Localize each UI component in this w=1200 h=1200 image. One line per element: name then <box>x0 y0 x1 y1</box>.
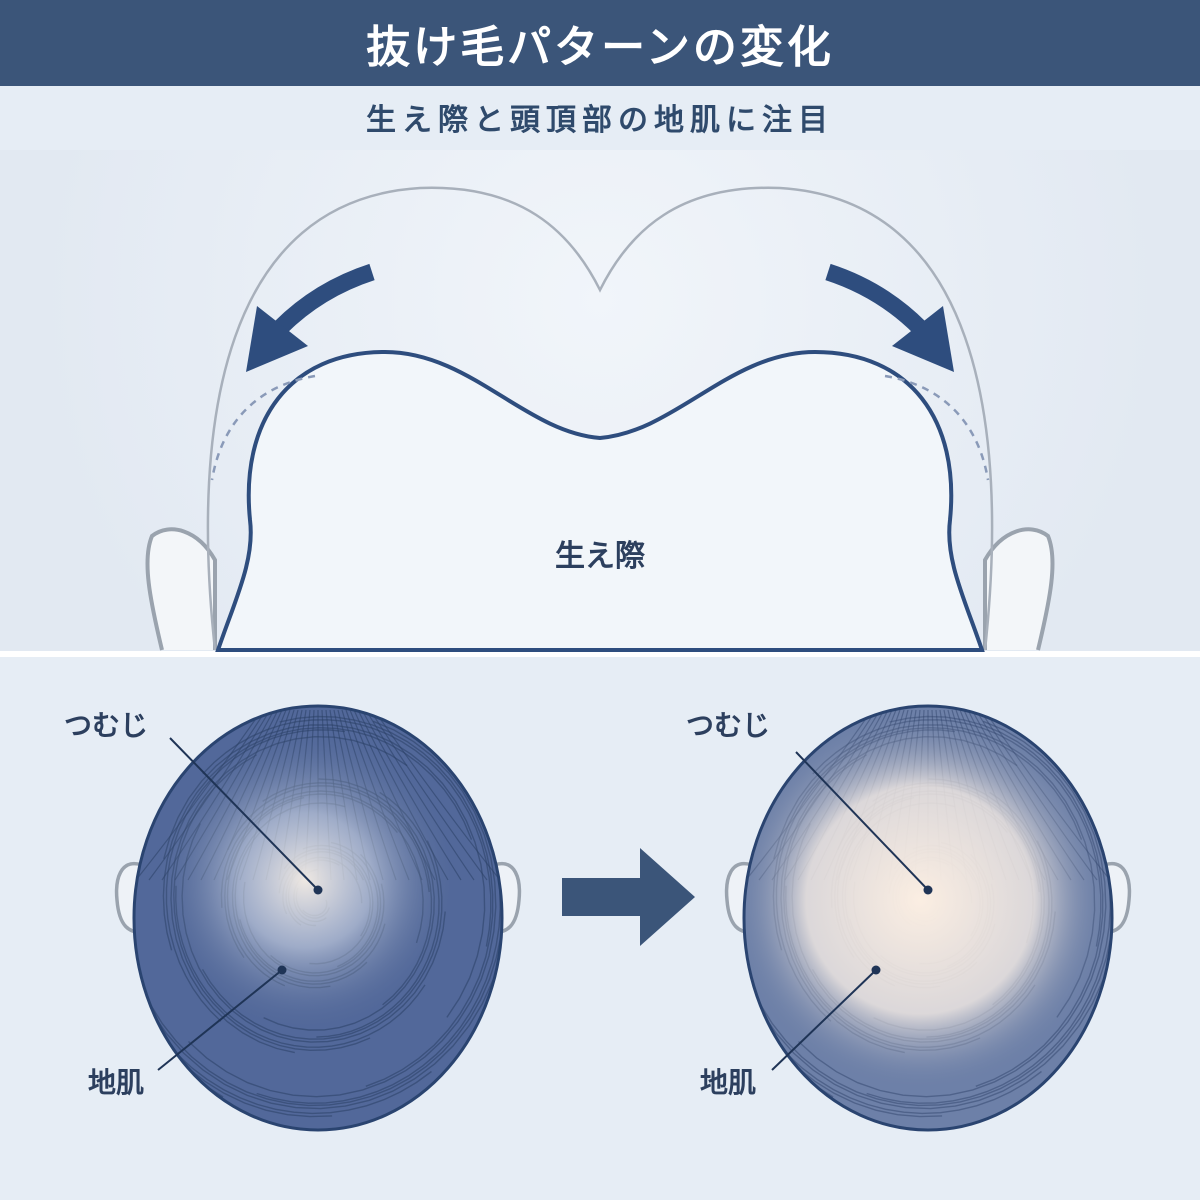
crown-before-whorl-dot <box>313 885 323 895</box>
right-recession-arrow <box>825 263 954 372</box>
current-hairline <box>215 349 985 652</box>
left-ear <box>145 527 217 651</box>
crown-before-diagram: つむじ 地肌 <box>64 704 522 1132</box>
section-divider <box>0 651 1200 657</box>
crown-after-scalp-label: 地肌 <box>700 1066 756 1099</box>
crown-before-scalp-dot <box>277 965 287 975</box>
crown-before-whorl-label: つむじ <box>64 709 148 742</box>
right-temple-dashed <box>884 374 990 481</box>
page-subtitle: 生え際と頭頂部の地肌に注目 <box>366 103 834 138</box>
left-temple-dashed <box>210 374 316 481</box>
crown-after-diagram: つむじ 地肌 <box>686 704 1132 1132</box>
left-recession-arrow <box>246 263 375 372</box>
crown-after-outline <box>742 704 1114 1132</box>
crown-after-scalp-leader <box>771 969 877 1071</box>
crown-after-whorl-leader <box>795 751 929 891</box>
crown-before-whorl-leader <box>169 737 319 891</box>
crown-before-thinning <box>134 706 502 1130</box>
page-title: 抜け毛パターンの変化 <box>366 22 834 73</box>
crown-before-scalp-leader <box>157 969 283 1071</box>
title-banner: 抜け毛パターンの変化 <box>0 0 1200 86</box>
crown-after-whorl-label: つむじ <box>686 709 770 742</box>
hairline-label: 生え際 <box>555 539 645 574</box>
former-hairline-outline <box>206 186 994 651</box>
crown-before-scalp-label: 地肌 <box>88 1066 144 1099</box>
crown-after-thinning <box>744 706 1112 1130</box>
crown-after-scalp-dot <box>871 965 881 975</box>
crown-before-outline <box>132 704 504 1132</box>
crown-after-whorl-dot <box>923 885 933 895</box>
hairline-diagram: 生え際 <box>145 186 1055 652</box>
right-ear <box>983 527 1055 651</box>
progression-arrow <box>562 848 695 946</box>
